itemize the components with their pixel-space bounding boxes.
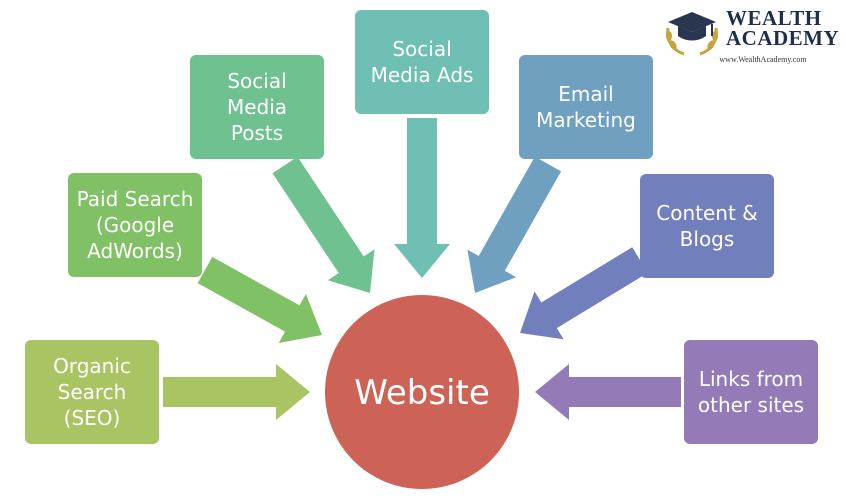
channel-label-line: Paid Search (77, 187, 194, 211)
channel-box-bg (190, 55, 324, 159)
arrow-social-media-posts (272, 156, 375, 293)
hub-layer: Website (325, 295, 519, 489)
channel-label-line: Marketing (536, 108, 636, 132)
channel-box-bg (519, 55, 653, 159)
channel-label-line: Email (558, 82, 614, 106)
channel-box-bg (684, 340, 818, 444)
arrow-social-media-ads (394, 118, 450, 278)
channel-label-line: Blogs (680, 227, 735, 251)
channel-box-bg (68, 173, 202, 277)
website-hub-label: Website (354, 373, 490, 413)
channel-label-line: Social (227, 69, 286, 93)
arrow-organic-search (163, 364, 310, 420)
website-hub-circle (325, 295, 519, 489)
arrow-email-marketing (467, 156, 562, 293)
channel-label-line: AdWords) (87, 239, 183, 263)
channel-label-line: Posts (231, 121, 283, 145)
channel-label-line: Content & (656, 201, 758, 225)
channel-label-line: Organic (53, 354, 131, 378)
graduation-cap-laurel-icon (666, 12, 718, 56)
channel-label-line: Search (58, 380, 127, 404)
arrows-layer (163, 118, 681, 420)
logo-wordmark: WEALTH ACADEMY (726, 6, 840, 50)
channel-box-bg (25, 340, 159, 444)
channel-label-line: Media (227, 95, 287, 119)
channel-label-line: other sites (698, 393, 804, 417)
channel-box-content-blogs: Content &Blogs (640, 174, 774, 278)
logo-line-2: ACADEMY (726, 26, 840, 50)
channel-label-line: (Google (96, 213, 174, 237)
channel-label-line: (SEO) (64, 406, 121, 430)
logo-url: www.WealthAcademy.com (719, 55, 807, 64)
arrow-links-other-sites (535, 364, 681, 420)
channel-label-line: Links from (699, 367, 803, 391)
logo-line-1: WEALTH (726, 6, 822, 30)
arrow-paid-search (197, 256, 322, 343)
arrow-content-blogs (520, 247, 648, 340)
channel-box-bg (355, 10, 489, 114)
channel-label-line: Media Ads (371, 63, 474, 87)
channel-label-line: Social (392, 37, 451, 61)
channel-box-bg (640, 174, 774, 278)
